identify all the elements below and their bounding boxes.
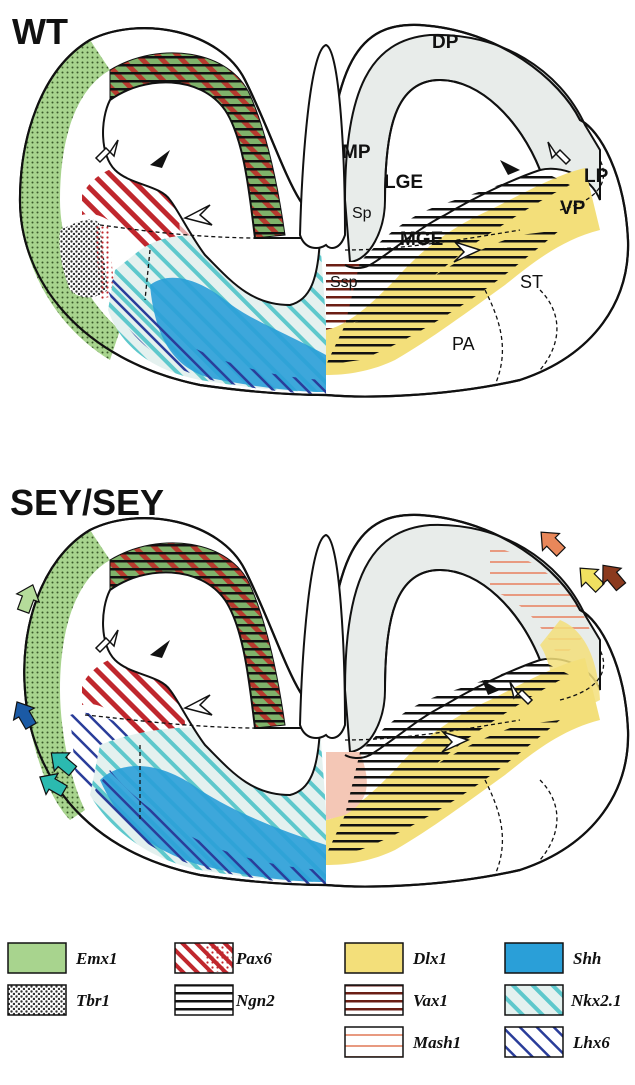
wt-label-mge: MGE [400,229,443,250]
legend-swatch-emx1 [8,943,66,973]
legend-label-vax1: Vax1 [413,991,448,1010]
legend-label-dlx1: Dlx1 [412,949,447,968]
legend-label-ngn2: Ngn2 [235,991,275,1010]
sey-panel: SEY/SEY [7,482,631,886]
wt-panel: WT [12,11,628,396]
legend-swatch-nkx21 [505,985,563,1015]
legend-swatch-shh [505,943,563,973]
legend-label-emx1: Emx1 [75,949,118,968]
legend-swatch-lhx6 [505,1027,563,1057]
legend-label-tbr1: Tbr1 [76,991,110,1010]
legend-label-lhx6: Lhx6 [572,1033,610,1052]
sey-arrow-orange [533,524,570,561]
legend-swatch-tbr1 [8,985,66,1015]
sey-midline [300,535,345,738]
wt-label-mp: MP [342,142,371,163]
legend-label-mash1: Mash1 [412,1033,461,1052]
wt-label-pa: PA [452,334,475,354]
wt-label-vp: VP [560,198,586,219]
wt-label-lge: LGE [384,172,423,193]
legend-swatch-mash1 [345,1027,403,1057]
legend-swatch-dlx1 [345,943,403,973]
wt-panel-title: WT [12,11,68,52]
legend-swatch-vax1 [345,985,403,1015]
legend-swatch-ngn2 [175,985,233,1015]
legend-swatch-pax6-dots [205,944,232,972]
wt-label-sp: Sp [352,205,372,222]
legend-label-nkx21: Nkx2.1 [570,991,622,1010]
wt-label-lp: LP [584,166,609,187]
legend-label-pax6: Pax6 [235,949,272,968]
sey-panel-title: SEY/SEY [10,482,164,523]
wt-midline [300,45,345,248]
legend-label-shh: Shh [573,949,601,968]
legend: Emx1 Tbr1 Pax6 Ngn2 Dlx1 Vax1 Mash1 Shh … [8,943,622,1057]
wt-label-dp: DP [432,32,459,53]
wt-label-st: ST [520,272,543,292]
wt-label-ssp: Ssp [330,274,358,291]
